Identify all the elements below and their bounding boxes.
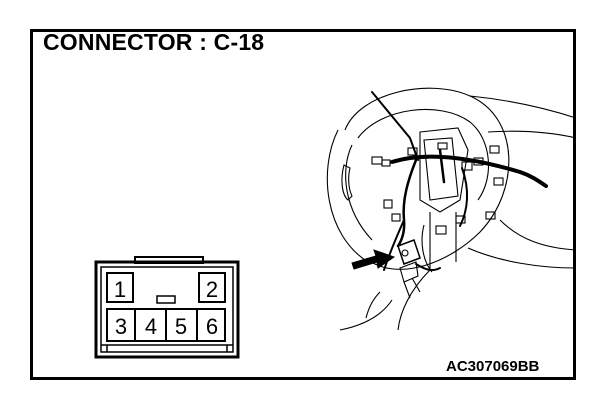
connector-housing	[94, 260, 240, 359]
pin-label-1: 1	[114, 277, 126, 302]
target-connector	[397, 239, 421, 265]
pin-label-3: 3	[115, 314, 127, 339]
connector-key	[156, 295, 176, 304]
pin-label-6: 6	[206, 314, 218, 339]
pin-label-5: 5	[175, 314, 187, 339]
dashboard-sketch	[326, 87, 577, 331]
pointer-arrow-icon	[351, 249, 396, 270]
pin-label-4: 4	[145, 314, 157, 339]
pin-label-2: 2	[206, 277, 218, 302]
wire-harness	[371, 91, 548, 272]
connector-title: CONNECTOR : C-18	[43, 29, 265, 55]
connector-inner	[100, 266, 234, 353]
pin-cell-2	[198, 272, 226, 303]
connector-face	[94, 256, 240, 359]
steering-wheel-rim	[344, 87, 510, 270]
diagram-frame	[30, 29, 576, 380]
figure-id: AC307069BB	[446, 358, 540, 375]
steering-hub	[419, 127, 469, 213]
pin-cell-1	[106, 272, 134, 303]
